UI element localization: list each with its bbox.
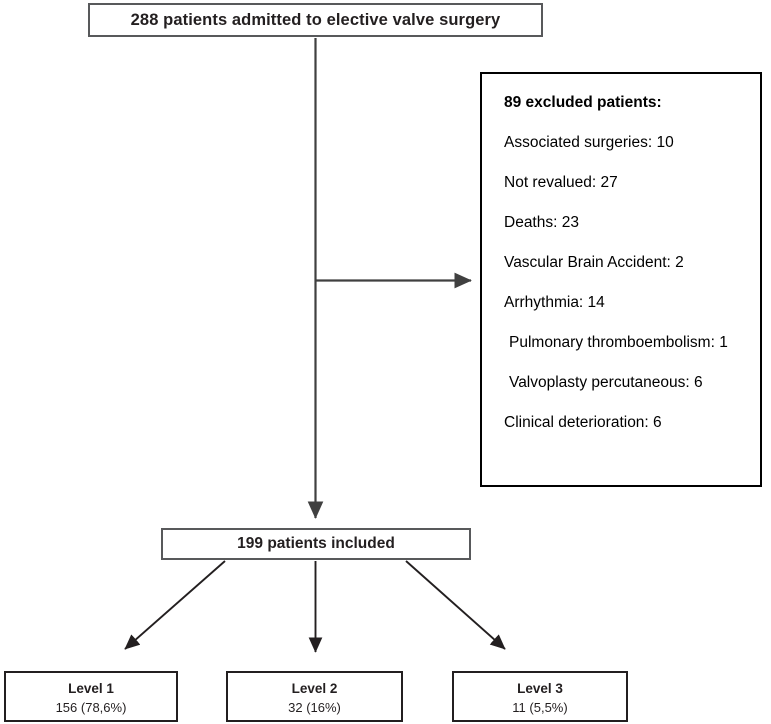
node-level-2: Level 2 32 (16%) xyxy=(226,671,403,722)
node-level-3: Level 3 11 (5,5%) xyxy=(452,671,628,722)
level-1-title: Level 1 xyxy=(68,680,114,696)
excluded-reason-list: Associated surgeries: 10 Not revalued: 2… xyxy=(482,134,760,454)
connector-included-to-level-1 xyxy=(124,560,226,650)
included-label: 199 patients included xyxy=(237,535,395,552)
level-3-value: 11 (5,5%) xyxy=(512,699,568,715)
node-included-patients: 199 patients included xyxy=(161,528,471,560)
level-3-title: Level 3 xyxy=(517,680,563,696)
level-2-title: Level 2 xyxy=(291,680,338,696)
excluded-item-pulmonary-thromboembolism: Pulmonary thromboembolism: 1 xyxy=(509,334,728,351)
node-excluded-patients: 89 excluded patients: Associated surgeri… xyxy=(480,72,762,487)
level-2-value: 32 (16%) xyxy=(288,699,341,715)
node-admitted-patients: 288 patients admitted to elective valve … xyxy=(88,3,543,37)
level-1-value: 156 (78,6%) xyxy=(55,699,127,715)
excluded-item-clinical-deterioration: Clinical deterioration: 6 xyxy=(504,414,662,431)
excluded-item-not-revalued: Not revalued: 27 xyxy=(504,174,618,191)
excluded-item-deaths: Deaths: 23 xyxy=(504,214,579,231)
excluded-item-vascular-brain-accident: Vascular Brain Accident: 2 xyxy=(504,254,684,271)
excluded-item-valvoplasty-percutaneous: Valvoplasty percutaneous: 6 xyxy=(509,374,703,391)
excluded-item-arrhythmia: Arrhythmia: 14 xyxy=(504,294,605,311)
node-level-1: Level 1 156 (78,6%) xyxy=(4,671,178,722)
connector-included-to-level-3 xyxy=(405,560,506,650)
excluded-heading: 89 excluded patients: xyxy=(504,94,662,111)
admitted-label: 288 patients admitted to elective valve … xyxy=(130,10,501,29)
excluded-item-associated-surgeries: Associated surgeries: 10 xyxy=(504,134,674,151)
